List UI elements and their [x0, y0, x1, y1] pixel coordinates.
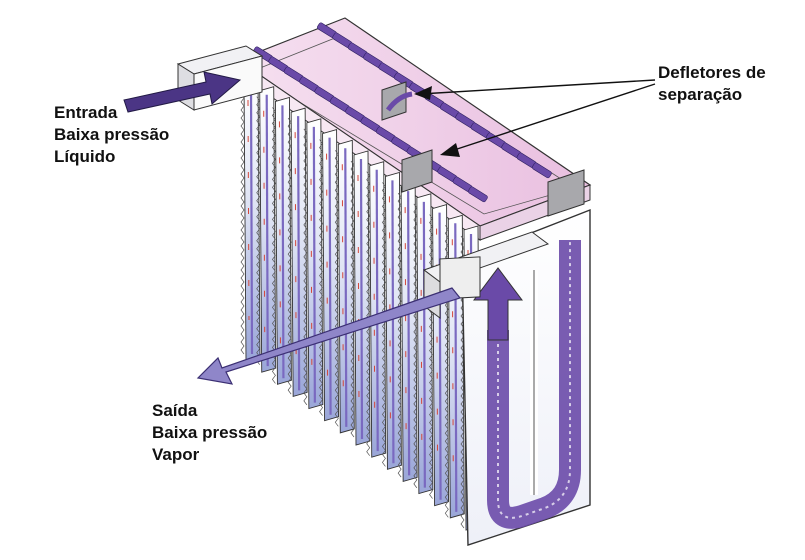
- inlet-label-line3: Líquido: [54, 146, 169, 168]
- inlet-label: Entrada Baixa pressão Líquido: [54, 102, 169, 168]
- inlet-label-line2: Baixa pressão: [54, 124, 169, 146]
- baffles-label-line1: Defletores de: [658, 62, 766, 84]
- outlet-label-line1: Saída: [152, 400, 267, 422]
- outlet-label: Saída Baixa pressão Vapor: [152, 400, 267, 466]
- baffles-label-line2: separação: [658, 84, 766, 106]
- baffles-label: Defletores de separação: [658, 62, 766, 106]
- outlet-label-line3: Vapor: [152, 444, 267, 466]
- inlet-label-line1: Entrada: [54, 102, 169, 124]
- outlet-label-line2: Baixa pressão: [152, 422, 267, 444]
